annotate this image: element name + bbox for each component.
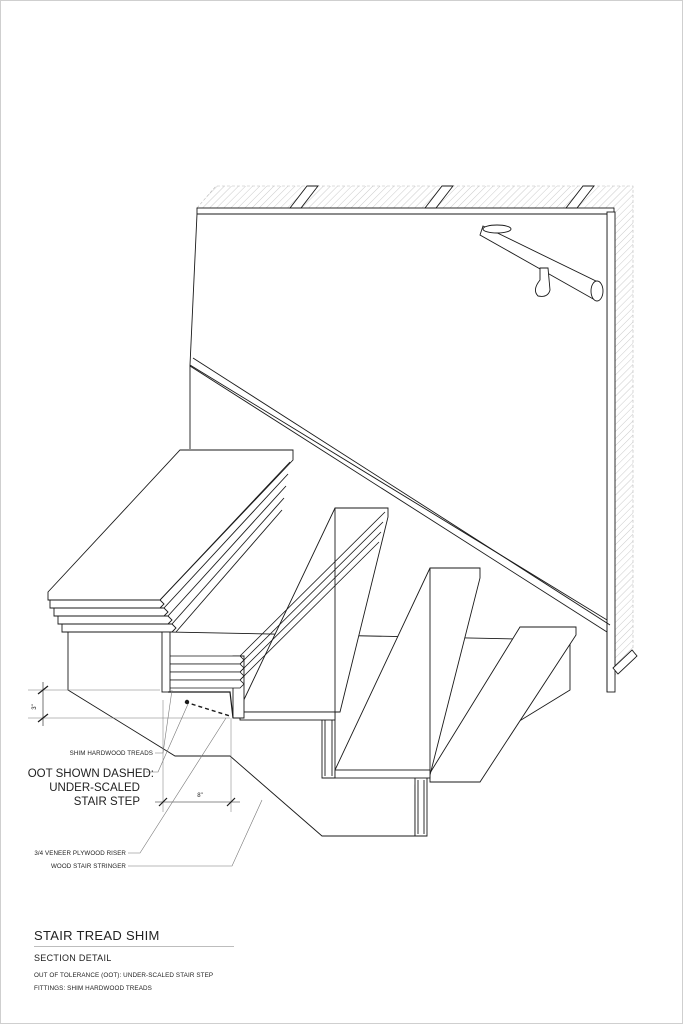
dimension-horizontal-text: 8" bbox=[197, 793, 202, 799]
dimension-vertical-text: 3" bbox=[32, 704, 38, 709]
drawing-title: STAIR TREAD SHIM bbox=[34, 928, 234, 947]
drawing-note-oot: OUT OF TOLERANCE (OOT): UNDER-SCALED STA… bbox=[34, 972, 214, 979]
back-wall bbox=[189, 213, 611, 633]
ceiling-joists bbox=[289, 185, 595, 209]
drawing-subtitle: SECTION DETAIL bbox=[34, 953, 112, 963]
label-oot-line3: STAIR STEP bbox=[74, 796, 141, 808]
label-oot-line2: UNDER-SCALED bbox=[49, 782, 140, 794]
oot-dashed-step bbox=[168, 691, 234, 719]
leader-lines bbox=[128, 689, 263, 867]
label-veneer-riser: 3/4 VENEER PLYWOOD RISER bbox=[34, 850, 126, 857]
step-1 bbox=[47, 449, 294, 693]
label-oot-line1: OOT SHOWN DASHED: bbox=[28, 768, 154, 780]
label-shim-treads: SHIM HARDWOOD TREADS bbox=[70, 750, 153, 757]
step-3 bbox=[321, 567, 481, 779]
handrail bbox=[479, 224, 604, 302]
step-2-shims bbox=[167, 511, 386, 689]
step-4 bbox=[414, 626, 577, 837]
dimension-horizontal: 8" bbox=[155, 700, 240, 812]
title-block: STAIR TREAD SHIM SECTION DETAIL OUT OF T… bbox=[34, 928, 234, 992]
wall-bracket bbox=[612, 649, 638, 675]
label-stringer: WOOD STAIR STRINGER bbox=[51, 863, 126, 870]
dimension-vertical: 3" bbox=[28, 682, 230, 726]
drawing-note-fittings: FITTINGS: SHIM HARDWOOD TREADS bbox=[34, 985, 152, 992]
